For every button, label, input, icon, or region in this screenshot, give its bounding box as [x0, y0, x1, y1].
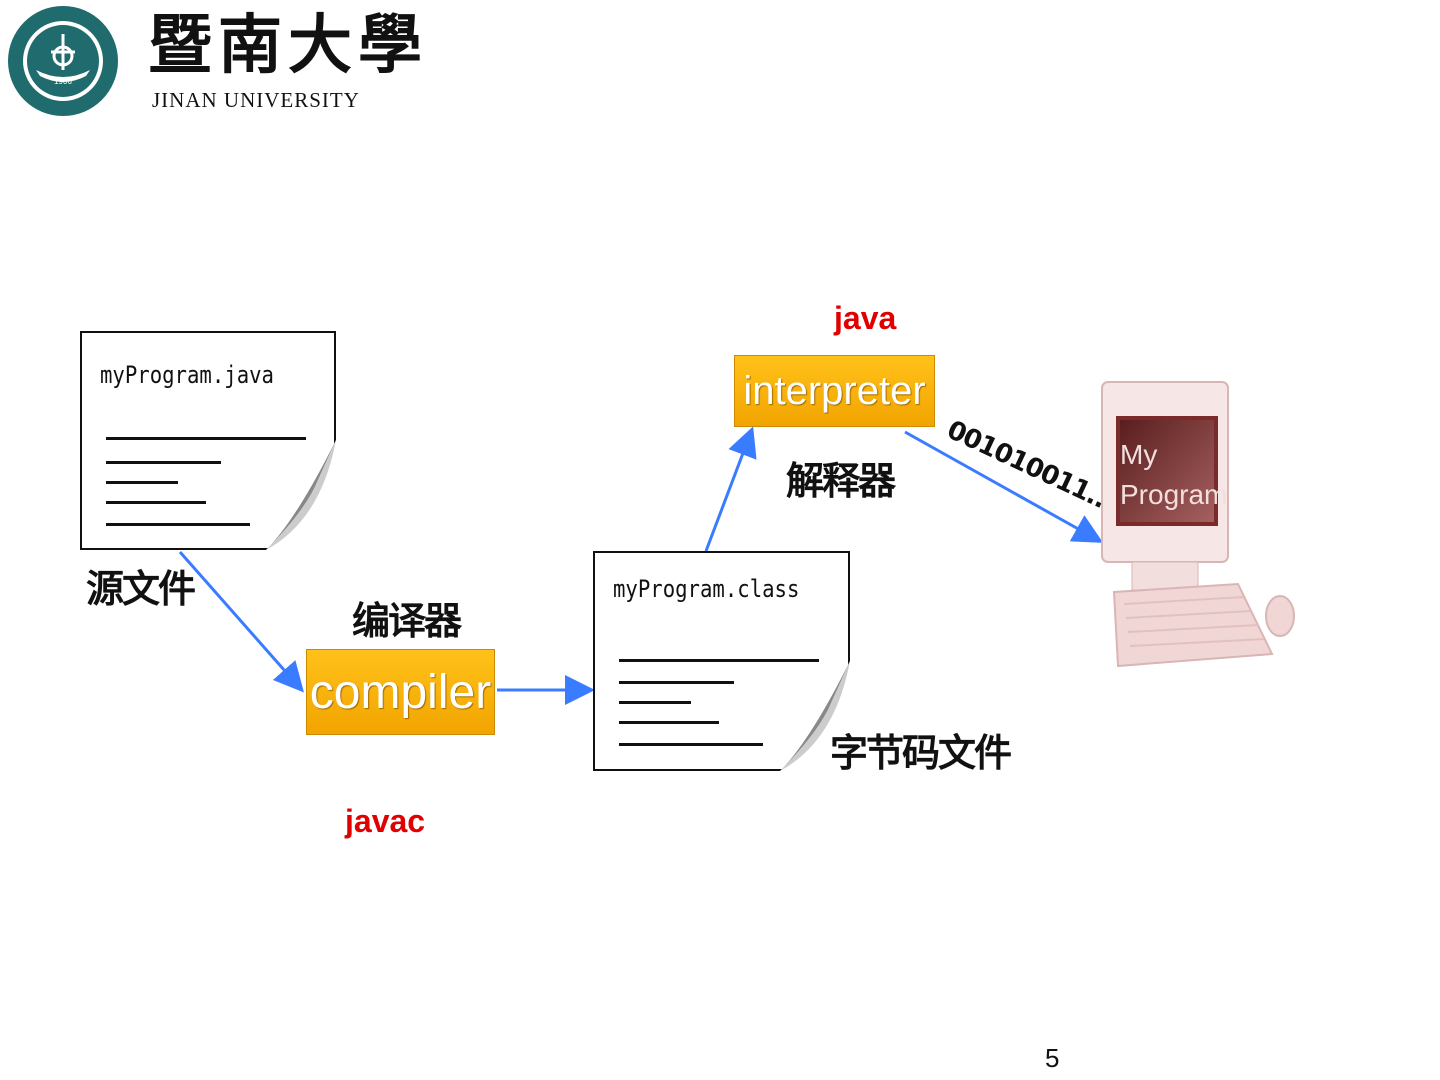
- java-command: java: [834, 300, 897, 336]
- doc-line: [619, 659, 819, 662]
- doc-line: [106, 523, 250, 526]
- bytecode-file-label: 字节码文件: [830, 731, 1012, 775]
- compiler-box: compiler: [306, 649, 495, 735]
- university-name-english: JINAN UNIVERSITY: [152, 88, 360, 112]
- doc-line: [106, 501, 206, 504]
- page-number: 5: [1045, 1043, 1060, 1073]
- university-seal-logo: 1906: [8, 6, 118, 116]
- bytecode-file-document: myProgram.class: [593, 551, 850, 771]
- doc-line: [106, 481, 178, 484]
- source-filename: myProgram.java: [100, 361, 274, 389]
- doc-line: [619, 743, 763, 746]
- svg-text:1906: 1906: [54, 77, 72, 86]
- doc-line: [619, 681, 734, 684]
- arrow-class-to-interpreter: [704, 426, 757, 552]
- doc-line: [106, 437, 306, 440]
- bytecode-filename: myProgram.class: [613, 575, 800, 603]
- page-curl-icon: [780, 661, 850, 771]
- source-file-document: myProgram.java: [80, 331, 336, 550]
- page-curl-icon: [266, 440, 336, 550]
- doc-line: [619, 721, 719, 724]
- source-file-label: 源文件: [86, 567, 196, 611]
- compiler-label-cn: 编译器: [352, 599, 462, 643]
- javac-command: javac: [345, 803, 426, 839]
- interpreter-box: interpreter: [734, 355, 935, 427]
- university-name-chinese: 暨南大學: [148, 8, 428, 83]
- arrow-source-to-compiler: [178, 551, 304, 693]
- doc-line: [106, 461, 221, 464]
- arrow-interpreter-to-computer: [904, 430, 1104, 543]
- interpreter-label-cn: 解释器: [786, 459, 896, 503]
- doc-line: [619, 701, 691, 704]
